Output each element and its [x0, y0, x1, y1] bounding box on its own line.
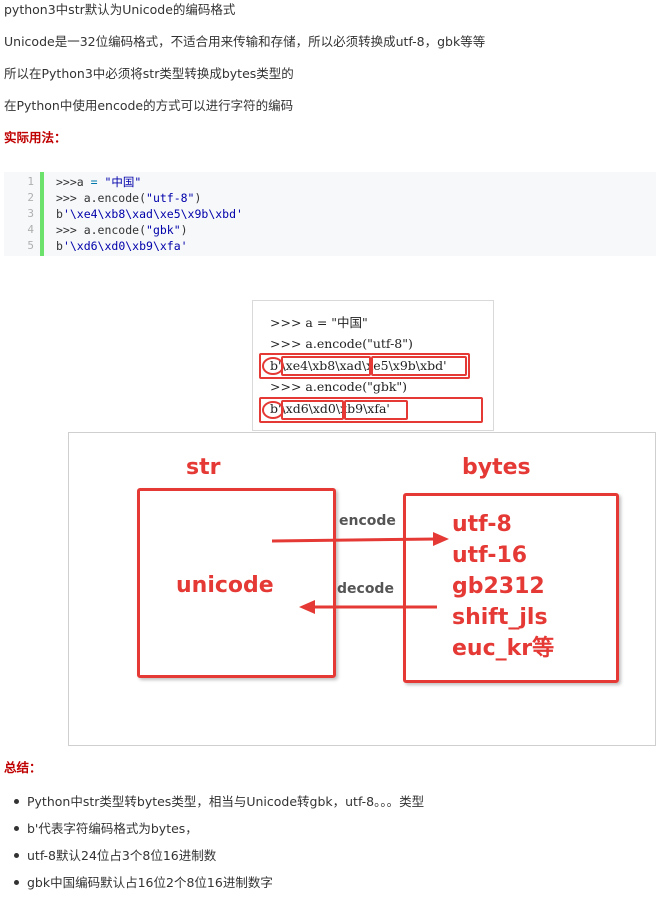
decode-label: decode [337, 581, 394, 597]
encoding-item: utf-16 [452, 543, 528, 568]
code-gutter: 1 2 3 4 5 [4, 172, 44, 256]
line-number: 2 [27, 191, 34, 204]
code-line: b'\xd6\xd0\xb9\xfa' [56, 238, 188, 254]
code-text: >>> a.encode( [56, 191, 147, 205]
code-block: 1 2 3 4 5 >>>a = "中国" >>> a.encode("utf-… [4, 172, 656, 256]
gbk-second-char-box [344, 400, 408, 420]
utf8-second-char-box [371, 356, 467, 376]
gbk-first-char-box [281, 400, 344, 420]
line-number: 5 [27, 239, 34, 252]
utf8-first-char-box [281, 356, 371, 376]
encoding-item: euc_kr等 [452, 636, 555, 661]
b-prefix-circle [262, 357, 284, 375]
paragraph-3: 所以在Python3中必须将str类型转换成bytes类型的 [4, 66, 294, 81]
code-string: "utf-8" [146, 191, 195, 205]
screenshot-line: b'\xe4\xb8\xad\xe5\x9b\xbd' [270, 358, 447, 373]
usage-heading: 实际用法： [4, 130, 67, 145]
decode-arrow [299, 600, 437, 614]
line-number: 4 [27, 223, 34, 236]
bytes-highlight-box [259, 353, 470, 379]
summary-item: utf-8默认24位占3个8位16进制数 [14, 842, 424, 869]
code-line: >>> a.encode("utf-8") [56, 190, 201, 206]
encoding-item: shift_jls [452, 605, 548, 630]
encoding-item: gb2312 [452, 574, 545, 599]
summary-item: b'代表字符编码格式为bytes， [14, 815, 424, 842]
code-text: ) [194, 191, 202, 205]
bytes-box [403, 493, 619, 683]
code-string: '\xd6\xd0\xb9\xfa' [62, 239, 188, 253]
gbk-highlight-box [259, 397, 483, 423]
str-box [137, 488, 336, 678]
summary-heading: 总结： [4, 760, 42, 775]
code-line: b'\xe4\xb8\xad\xe5\x9b\xbd' [56, 206, 243, 222]
screenshot-line: >>> a.encode("gbk") [270, 379, 408, 394]
summary-list: Python中str类型转bytes类型，相当与Unicode转gbk，utf-… [14, 788, 424, 896]
code-text: b [56, 207, 63, 221]
encode-arrow [271, 532, 449, 546]
code-text: >>> a.encode( [56, 223, 147, 237]
unicode-label: unicode [176, 573, 274, 598]
screenshot-line: b'\xd6\xd0\xb9\xfa' [270, 401, 390, 416]
b-prefix-circle [262, 401, 284, 419]
code-text: >>>a [56, 175, 91, 189]
encode-label: encode [339, 513, 396, 529]
code-line: >>> a.encode("gbk") [56, 222, 188, 238]
paragraph-2: Unicode是一32位编码格式，不适合用来传输和存储，所以必须转换成utf-8… [4, 34, 486, 49]
summary-item: Python中str类型转bytes类型，相当与Unicode转gbk，utf-… [14, 788, 424, 815]
bytes-title: bytes [462, 455, 531, 480]
paragraph-1: python3中str默认为Unicode的编码格式 [4, 2, 236, 17]
code-string: '\xe4\xb8\xad\xe5\x9b\xbd' [62, 207, 243, 221]
line-number: 3 [27, 207, 34, 220]
code-line: >>>a = "中国" [56, 174, 141, 190]
conversion-arrows [271, 532, 449, 614]
screenshot-line: >>> a.encode("utf-8") [270, 336, 413, 351]
summary-item: gbk中国编码默认占16位2个8位16进制数字 [14, 869, 424, 896]
interpreter-screenshot-image: >>> a = "中国" >>> a.encode("utf-8") b'\xe… [252, 300, 494, 431]
line-number: 1 [27, 175, 34, 188]
encoding-list: utf-8 utf-16 gb2312 shift_jls euc_kr等 [452, 509, 554, 664]
code-text: ) [180, 223, 188, 237]
code-operator: = [90, 175, 98, 189]
screenshot-line: >>> a = "中国" [270, 315, 368, 330]
code-text: b [56, 239, 63, 253]
paragraph-4: 在Python中使用encode的方式可以进行字符的编码 [4, 98, 294, 113]
encoding-item: utf-8 [452, 512, 512, 537]
code-string: "中国" [104, 175, 142, 189]
str-bytes-diagram: str bytes unicode encode decode utf-8 ut… [68, 432, 656, 746]
str-title: str [186, 455, 221, 480]
code-string: "gbk" [146, 223, 181, 237]
